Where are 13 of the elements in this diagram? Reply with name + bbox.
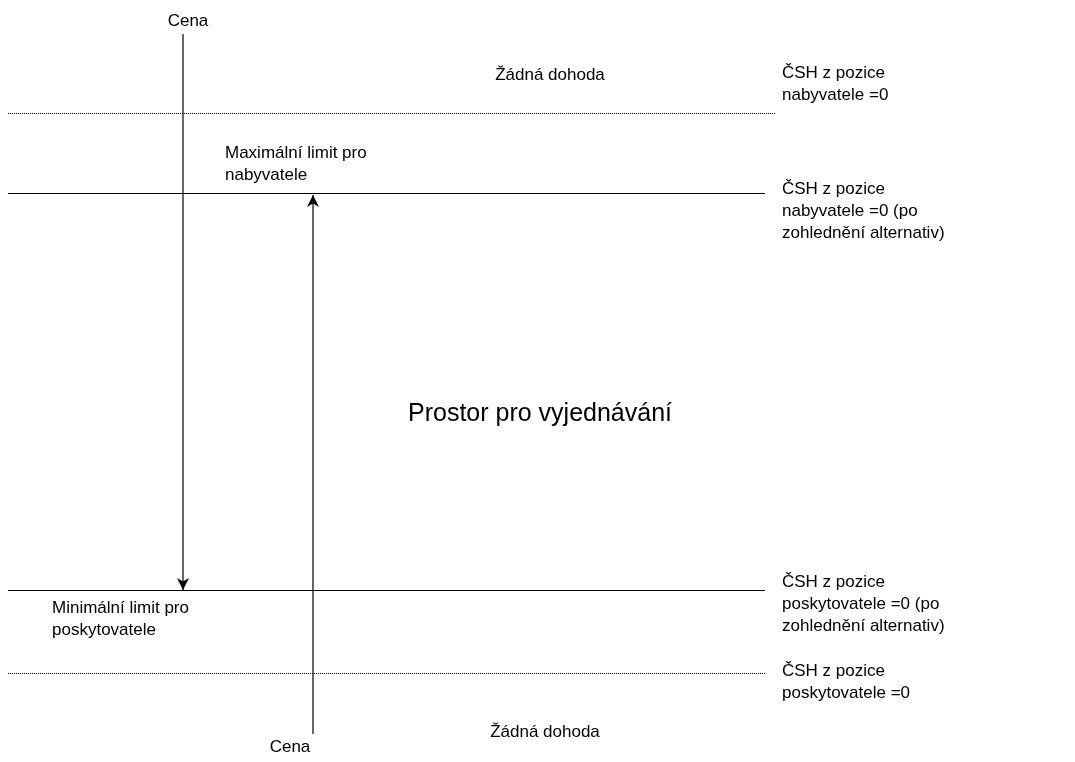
- limit-label: Maximální limit pro nabyvatele: [225, 142, 368, 186]
- arrow: [177, 33, 189, 591]
- zone-label: Žádná dohoda: [489, 722, 601, 742]
- zone-title: Prostor pro vyjednávání: [407, 398, 673, 427]
- price-label: Cena: [160, 10, 216, 32]
- price-label: Cena: [262, 736, 318, 758]
- threshold-label: ČSH z pozice poskytovatele =0 (po zohlednění alternativ): [782, 571, 946, 637]
- zone-label: Žádná dohoda: [494, 65, 606, 85]
- arrow: [307, 194, 319, 735]
- limit-label: Minimální limit pro poskytovatele: [52, 597, 190, 641]
- threshold-label: ČSH z pozice poskytovatele =0: [782, 660, 912, 704]
- threshold-label: ČSH z pozice nabyvatele =0: [782, 62, 890, 106]
- threshold-label: ČSH z pozice nabyvatele =0 (po zohlednění alternativ): [782, 178, 946, 244]
